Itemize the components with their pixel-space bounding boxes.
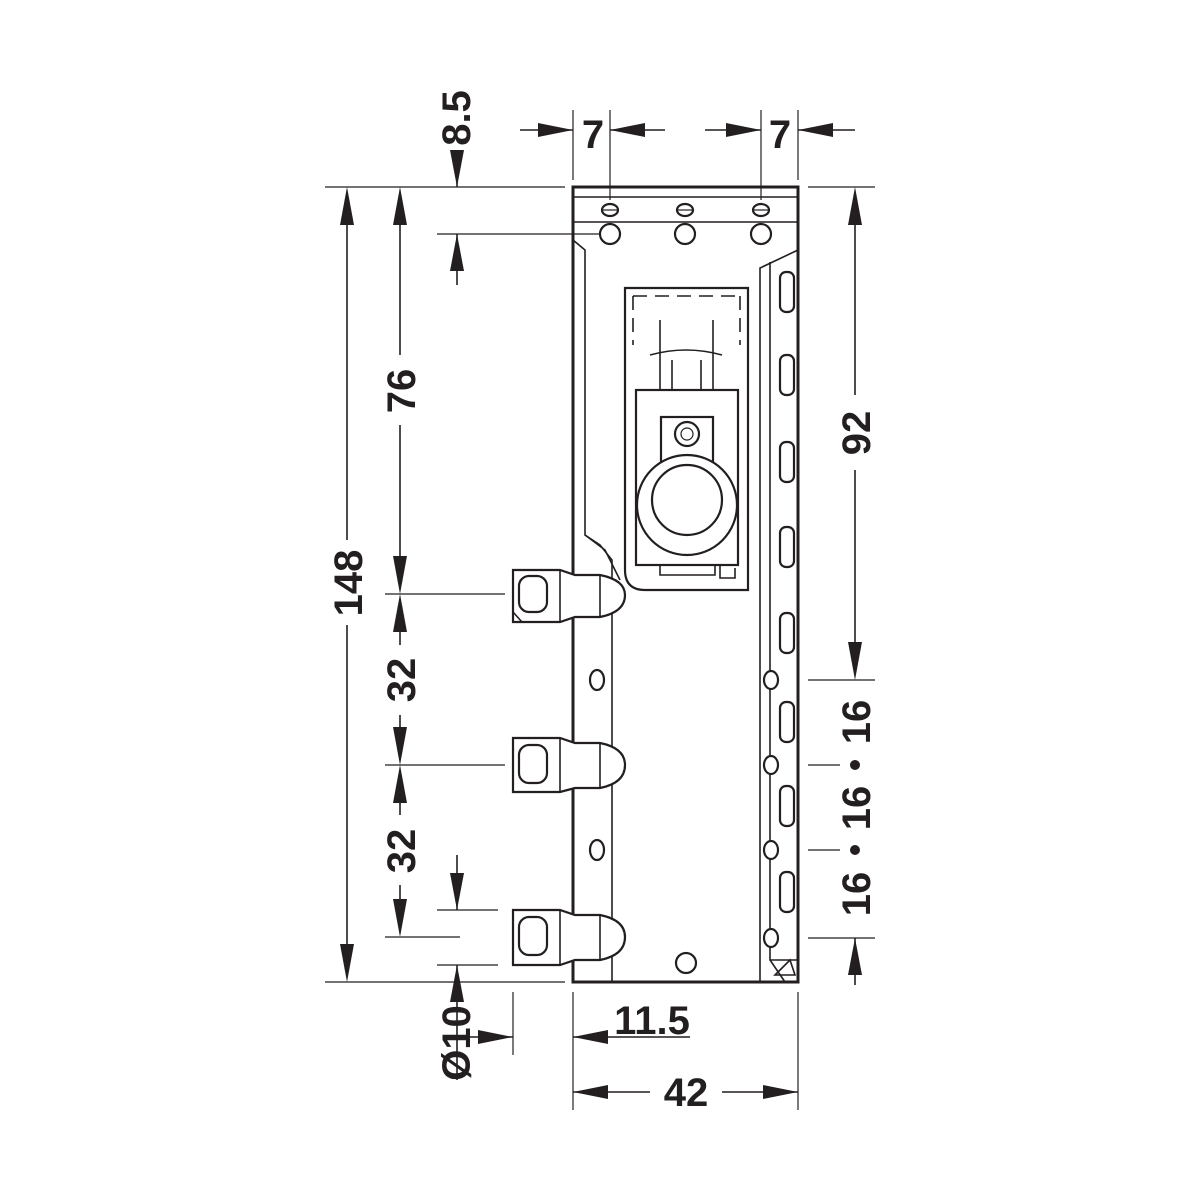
screw-hole bbox=[598, 202, 773, 246]
top-right-margin-dimension: 7 bbox=[705, 113, 855, 157]
dimension-label: 76 bbox=[380, 369, 424, 414]
mounting-pin bbox=[511, 908, 627, 967]
dimension-label: 42 bbox=[664, 1071, 709, 1115]
dimension-label: 32 bbox=[380, 658, 424, 703]
dimension-label: 7 bbox=[769, 113, 791, 157]
adjustment-mechanism bbox=[623, 286, 750, 592]
overall-height-dimension: 148 bbox=[327, 187, 371, 982]
dimension-label: 92 bbox=[835, 411, 879, 456]
dimension-label: 11.5 bbox=[614, 999, 690, 1043]
top-offset-dimension: 8.5 bbox=[435, 90, 479, 285]
top-left-margin-dimension: 7 bbox=[520, 113, 665, 157]
dimension-label: 16 bbox=[835, 872, 879, 917]
pin-pitch-dimension: 32 bbox=[380, 594, 424, 765]
mounting-pin bbox=[511, 736, 627, 794]
right-pitch-dimension: 16 16 16 bbox=[835, 700, 879, 985]
pin-pitch-dimension: 32 bbox=[380, 765, 424, 937]
rail-slot bbox=[778, 270, 796, 914]
pin-diameter-dimension: Ø10 bbox=[435, 855, 479, 1081]
dimension-label: 8.5 bbox=[435, 90, 479, 146]
rail-hole bbox=[762, 669, 780, 949]
dimension-label: 16 bbox=[835, 786, 879, 831]
dimension-label: 16 bbox=[835, 700, 879, 745]
dimension-label: 32 bbox=[380, 829, 424, 874]
dimension-label: Ø10 bbox=[435, 1005, 479, 1081]
dimension-label: 148 bbox=[327, 550, 371, 617]
overall-width-dimension: 42 bbox=[573, 1071, 798, 1115]
upper-height-dimension: 76 bbox=[380, 187, 424, 594]
dimension-label: 7 bbox=[582, 113, 604, 157]
right-height-dimension: 92 bbox=[835, 187, 879, 680]
pin-offset-dimension: 11.5 bbox=[470, 999, 690, 1044]
mounting-pin bbox=[511, 568, 627, 624]
